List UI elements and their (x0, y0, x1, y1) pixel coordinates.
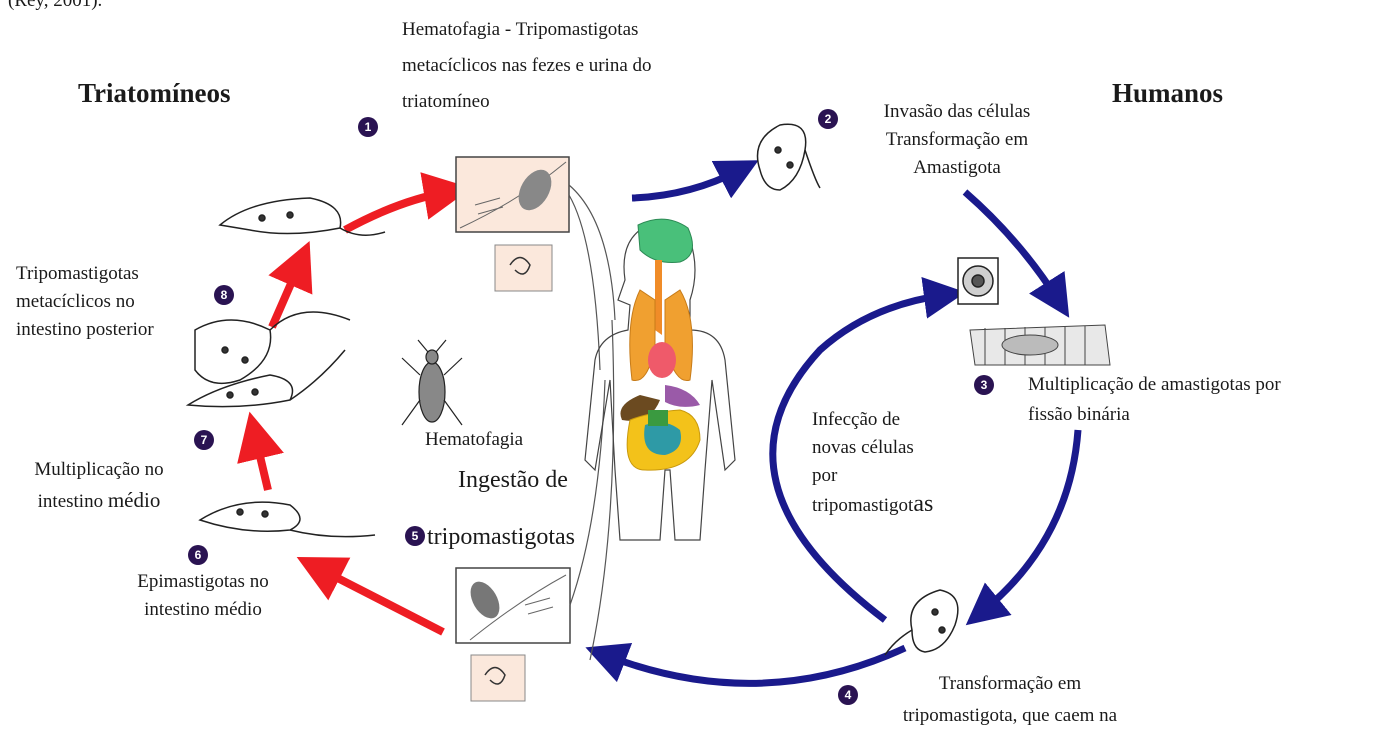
step-3-text: Multiplicação de amastigotas por fissão … (1028, 370, 1281, 430)
step-6-text: Epimastigotas no intestino médio (118, 568, 288, 624)
heading-humans: Humanos (1112, 78, 1223, 109)
step-4-text: Transformação em tripomastigota, que cae… (870, 668, 1150, 732)
parasite-trypomastigote-step2 (758, 124, 821, 190)
bite-panel-top (456, 157, 569, 291)
arrow-8-up (272, 263, 300, 327)
step-number-1: 1 (358, 117, 378, 137)
parasite-metacyclic-top (220, 198, 385, 235)
step-number-4: 4 (838, 685, 858, 705)
step-2-text: Invasão das células Transformação em Ama… (862, 98, 1052, 182)
parasite-trypomastigote-step4 (885, 590, 958, 655)
step-number-5: 5 (405, 526, 425, 546)
step-number-3: 3 (974, 375, 994, 395)
arrow-to-step6 (318, 568, 443, 632)
human-figure (585, 219, 735, 540)
arrow-4-to-5 (605, 648, 905, 683)
bite-panel-bottom (456, 568, 570, 701)
muscle-tissue (970, 325, 1110, 365)
step-number-6: 6 (188, 545, 208, 565)
step-5-line2: tripomastigotas (427, 515, 575, 559)
arrow-to-step1 (345, 192, 448, 230)
step-5-line1: Ingestão de (458, 458, 568, 502)
heading-triatomines: Triatomíneos (78, 78, 230, 109)
step-number-7: 7 (194, 430, 214, 450)
arrow-7-up (255, 435, 268, 490)
parasite-hindgut (188, 312, 350, 407)
arrow-to-step2 (632, 170, 740, 198)
triatomine-bug (402, 340, 462, 425)
amastigote-cell (958, 258, 998, 304)
step-1-text: Hematofagia - Tripomastigotas metacíclic… (402, 12, 652, 120)
step-number-8: 8 (214, 285, 234, 305)
step-5-pre: Hematofagia (425, 425, 523, 455)
parasite-epimastigote (200, 502, 375, 537)
top-citation: (Rey, 2001). (8, 0, 102, 16)
step-8-text: Tripomastigotas metacíclicos no intestin… (16, 260, 154, 344)
arrow-3-to-4 (982, 430, 1078, 612)
step-number-2: 2 (818, 109, 838, 129)
